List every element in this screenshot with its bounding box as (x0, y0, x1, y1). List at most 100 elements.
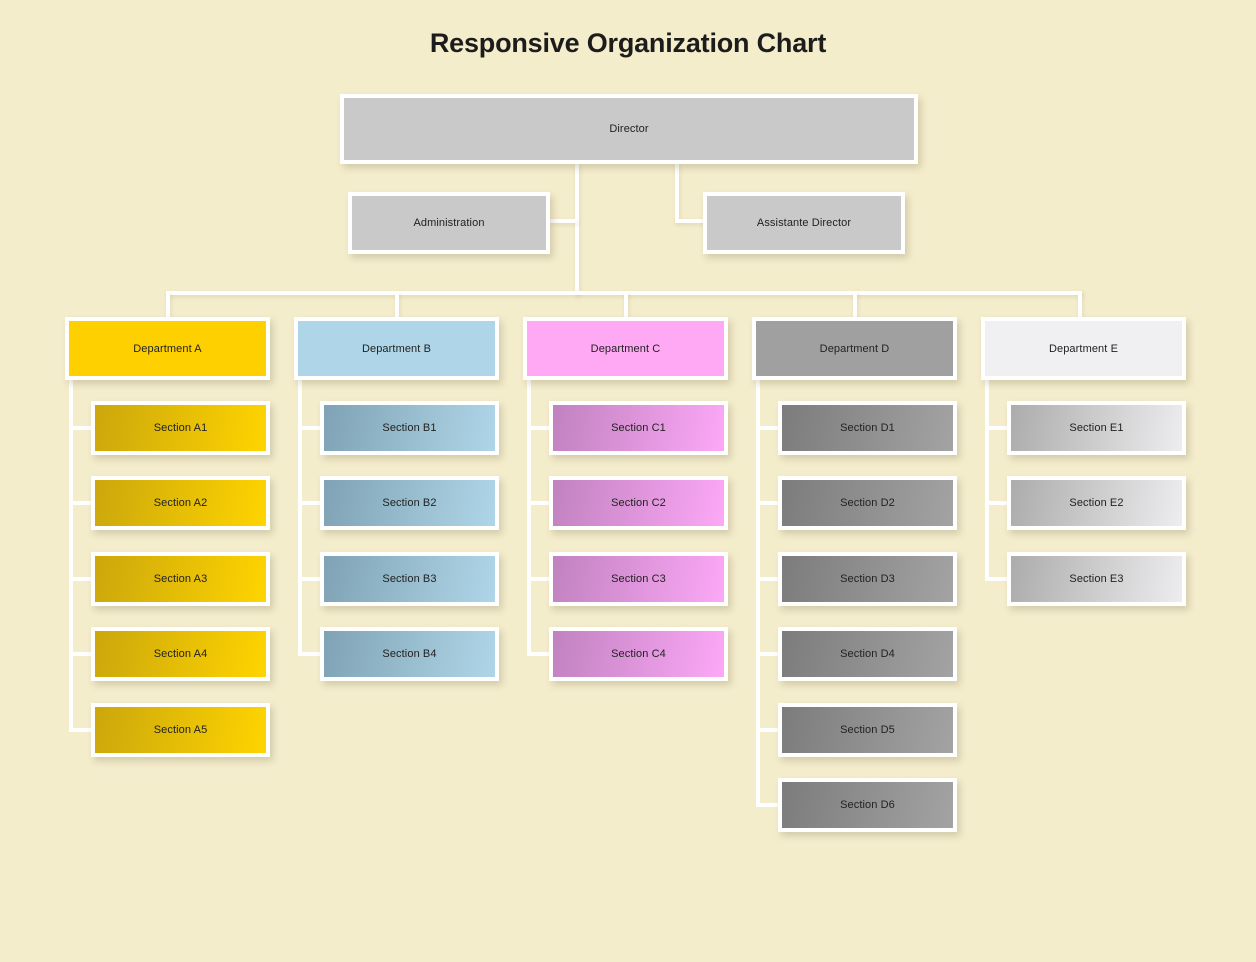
node-section-a5-fill: Section A5 (95, 707, 266, 753)
node-section-d4-fill: Section D4 (782, 631, 953, 677)
node-section-b3-fill: Section B3 (324, 556, 495, 602)
connector-stub-a5 (69, 728, 91, 732)
node-section-b4-fill: Section B4 (324, 631, 495, 677)
node-section-c4-label: Section C4 (611, 648, 666, 660)
node-section-b3-label: Section B3 (382, 573, 437, 585)
node-assistant-director-fill: Assistante Director (707, 196, 901, 250)
node-section-d1[interactable]: Section D1 (778, 401, 957, 455)
node-department-b-fill: Department B (298, 321, 495, 376)
node-section-d1-fill: Section D1 (782, 405, 953, 451)
connector-trunk-dept-a (69, 380, 73, 730)
node-section-d4-label: Section D4 (840, 648, 895, 660)
node-section-b2[interactable]: Section B2 (320, 476, 499, 530)
node-section-c1-fill: Section C1 (553, 405, 724, 451)
node-administration-fill: Administration (352, 196, 546, 250)
node-section-b2-label: Section B2 (382, 497, 437, 509)
node-assistant-director[interactable]: Assistante Director (703, 192, 905, 254)
connector-stub-a2 (69, 501, 91, 505)
connector-stub-d4 (756, 652, 778, 656)
node-department-e-fill: Department E (985, 321, 1182, 376)
node-section-a5[interactable]: Section A5 (91, 703, 270, 757)
node-section-e3-label: Section E3 (1069, 573, 1124, 585)
connector-stub-e1 (985, 426, 1007, 430)
page-title: Responsive Organization Chart (429, 28, 827, 58)
node-section-d2-fill: Section D2 (782, 480, 953, 526)
node-department-d-label: Department D (819, 342, 890, 355)
node-department-b[interactable]: Department B (294, 317, 499, 380)
node-section-a1[interactable]: Section A1 (91, 401, 270, 455)
node-department-c-fill: Department C (527, 321, 724, 376)
node-section-c3[interactable]: Section C3 (549, 552, 728, 606)
connector-stub-e3 (985, 577, 1007, 581)
node-section-c2-label: Section C2 (611, 497, 666, 509)
connector-assistant-riser (675, 163, 679, 221)
node-director-fill: Director (344, 98, 914, 160)
connector-stub-b1 (298, 426, 320, 430)
connector-trunk-dept-b (298, 380, 302, 655)
node-administration[interactable]: Administration (348, 192, 550, 254)
node-director-label: Director (609, 123, 649, 135)
node-section-e2[interactable]: Section E2 (1007, 476, 1186, 530)
node-section-b1-fill: Section B1 (324, 405, 495, 451)
node-section-e1[interactable]: Section E1 (1007, 401, 1186, 455)
node-section-b3[interactable]: Section B3 (320, 552, 499, 606)
connector-stub-e2 (985, 501, 1007, 505)
node-section-e3-fill: Section E3 (1011, 556, 1182, 602)
node-section-d5[interactable]: Section D5 (778, 703, 957, 757)
connector-director-to-assistant (675, 219, 705, 223)
node-section-a4[interactable]: Section A4 (91, 627, 270, 681)
node-section-a3[interactable]: Section A3 (91, 552, 270, 606)
node-section-d6[interactable]: Section D6 (778, 778, 957, 832)
node-section-d3-label: Section D3 (840, 573, 895, 585)
node-section-d6-label: Section D6 (840, 799, 895, 811)
connector-drop-dept-b (395, 291, 399, 317)
node-department-e-label: Department E (1048, 342, 1119, 355)
node-section-c1[interactable]: Section C1 (549, 401, 728, 455)
connector-director-to-administration (550, 219, 577, 223)
node-section-e3[interactable]: Section E3 (1007, 552, 1186, 606)
connector-drop-dept-a (166, 291, 170, 317)
node-director[interactable]: Director (340, 94, 918, 164)
connector-stub-d3 (756, 577, 778, 581)
node-department-a-label: Department A (133, 342, 202, 355)
node-section-c3-label: Section C3 (611, 573, 666, 585)
connector-drop-dept-c (624, 291, 628, 317)
node-section-a4-fill: Section A4 (95, 631, 266, 677)
node-section-c2[interactable]: Section C2 (549, 476, 728, 530)
connector-stub-c4 (527, 652, 549, 656)
node-section-d4[interactable]: Section D4 (778, 627, 957, 681)
connector-stub-c3 (527, 577, 549, 581)
connector-stub-a1 (69, 426, 91, 430)
connector-stub-d5 (756, 728, 778, 732)
node-section-d2[interactable]: Section D2 (778, 476, 957, 530)
node-administration-label: Administration (413, 217, 485, 229)
connector-stub-d2 (756, 501, 778, 505)
node-section-c4[interactable]: Section C4 (549, 627, 728, 681)
node-section-c1-label: Section C1 (611, 422, 666, 434)
node-section-a1-fill: Section A1 (95, 405, 266, 451)
connector-trunk-dept-d (756, 380, 760, 805)
node-section-b4[interactable]: Section B4 (320, 627, 499, 681)
connector-stub-b3 (298, 577, 320, 581)
node-section-c2-fill: Section C2 (553, 480, 724, 526)
node-department-e[interactable]: Department E (981, 317, 1186, 380)
node-section-b2-fill: Section B2 (324, 480, 495, 526)
connector-drop-dept-d (853, 291, 857, 317)
node-section-a4-label: Section A4 (153, 648, 208, 660)
node-department-a[interactable]: Department A (65, 317, 270, 380)
node-section-c3-fill: Section C3 (553, 556, 724, 602)
node-department-c[interactable]: Department C (523, 317, 728, 380)
node-section-a1-label: Section A1 (153, 422, 208, 434)
connector-stub-c2 (527, 501, 549, 505)
node-section-a2-fill: Section A2 (95, 480, 266, 526)
node-department-d[interactable]: Department D (752, 317, 957, 380)
connector-trunk-dept-c (527, 380, 531, 655)
node-section-a2[interactable]: Section A2 (91, 476, 270, 530)
node-department-a-fill: Department A (69, 321, 266, 376)
connector-drop-dept-e (1078, 291, 1082, 317)
connector-stub-a4 (69, 652, 91, 656)
connector-stub-a3 (69, 577, 91, 581)
node-section-b1[interactable]: Section B1 (320, 401, 499, 455)
node-section-a3-fill: Section A3 (95, 556, 266, 602)
node-section-d3[interactable]: Section D3 (778, 552, 957, 606)
